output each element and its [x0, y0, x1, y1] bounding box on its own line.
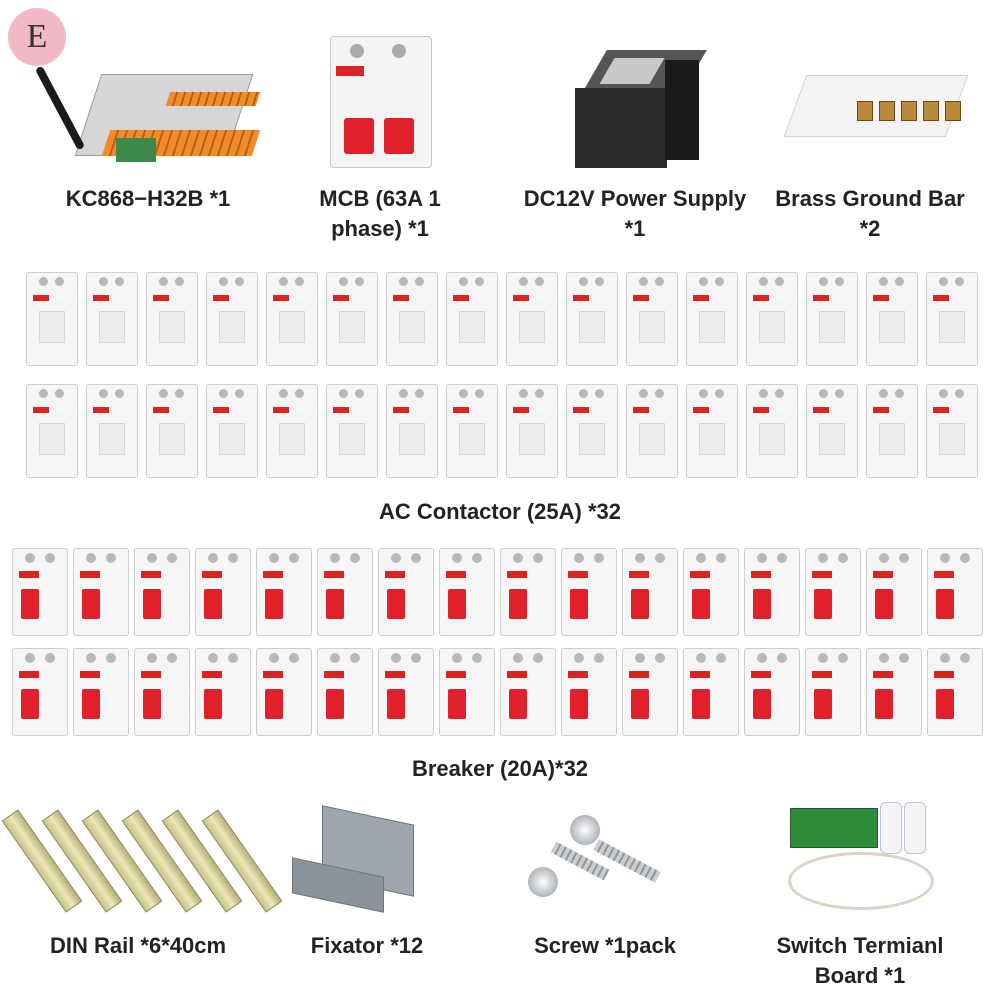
breaker-module — [134, 648, 190, 736]
contactor-module — [326, 384, 378, 478]
switch-terminal-board-image — [778, 800, 958, 915]
breaker-module — [195, 648, 251, 736]
screw-image — [510, 815, 670, 915]
brass-ground-bar-image — [783, 45, 969, 155]
contactor-module — [506, 272, 558, 366]
contactor-module — [206, 272, 258, 366]
breaker-module — [317, 648, 373, 736]
breaker-module — [683, 648, 739, 736]
badge-letter: E — [8, 8, 66, 66]
screw-label: Screw *1pack — [534, 933, 676, 958]
mcb-label: MCB (63A 1 phase) *1 — [319, 186, 441, 241]
breaker-module — [744, 648, 800, 736]
contactor-module — [386, 272, 438, 366]
mcb-image — [330, 36, 432, 168]
contactor-module — [86, 272, 138, 366]
psu-label: DC12V Power Supply *1 — [523, 186, 747, 241]
breaker-module — [927, 648, 983, 736]
power-supply-image — [565, 38, 707, 168]
contactor-module — [566, 272, 618, 366]
fixator-image — [282, 805, 442, 915]
contactor-module — [746, 384, 798, 478]
contactor-module — [266, 384, 318, 478]
contactor-label: AC Contactor (25A) *32 — [378, 499, 622, 524]
switch-board-label: Switch Termianl Board *1 — [776, 933, 944, 988]
breaker-module — [195, 548, 251, 636]
contactor-module — [926, 384, 978, 478]
breaker-module — [744, 548, 800, 636]
din-rail-image — [1, 809, 283, 913]
kc868-label: KC868−H32B *1 — [65, 186, 231, 211]
breaker-module — [12, 548, 68, 636]
breaker-module — [439, 548, 495, 636]
contactor-module — [746, 272, 798, 366]
breaker-module — [256, 548, 312, 636]
breaker-module — [73, 648, 129, 736]
breaker-module — [622, 648, 678, 736]
contactor-module — [866, 384, 918, 478]
din-rail-label: DIN Rail *6*40cm — [49, 933, 227, 958]
breaker-module — [378, 548, 434, 636]
breaker-module — [317, 548, 373, 636]
breaker-module — [622, 548, 678, 636]
contactor-module — [206, 384, 258, 478]
contactor-module — [866, 272, 918, 366]
breaker-module — [561, 648, 617, 736]
fixator-label: Fixator *12 — [310, 933, 424, 958]
contactor-module — [86, 384, 138, 478]
contactor-module — [326, 272, 378, 366]
contactor-module — [566, 384, 618, 478]
breaker-module — [805, 648, 861, 736]
breaker-module — [500, 548, 556, 636]
contactor-module — [266, 272, 318, 366]
breaker-module — [500, 648, 556, 736]
contactor-module — [446, 272, 498, 366]
contactor-module — [26, 272, 78, 366]
contactor-module — [446, 384, 498, 478]
contactor-module — [26, 384, 78, 478]
contactor-module — [686, 272, 738, 366]
contactor-module — [926, 272, 978, 366]
breaker-module — [866, 548, 922, 636]
contactor-module — [806, 272, 858, 366]
ground-bar-label: Brass Ground Bar *2 — [775, 186, 965, 241]
breaker-module — [683, 548, 739, 636]
breaker-module — [134, 548, 190, 636]
breaker-module — [12, 648, 68, 736]
contactor-module — [146, 384, 198, 478]
breaker-module — [866, 648, 922, 736]
antenna-icon — [34, 65, 86, 151]
contactor-module — [386, 384, 438, 478]
breaker-module — [378, 648, 434, 736]
contactor-module — [626, 384, 678, 478]
contactor-module — [506, 384, 558, 478]
contactor-module — [146, 272, 198, 366]
contactor-module — [626, 272, 678, 366]
breaker-module — [561, 548, 617, 636]
breaker-module — [439, 648, 495, 736]
contactor-module — [806, 384, 858, 478]
breaker-label: Breaker (20A)*32 — [411, 756, 589, 781]
breaker-module — [73, 548, 129, 636]
breaker-module — [805, 548, 861, 636]
breaker-module — [256, 648, 312, 736]
breaker-module — [927, 548, 983, 636]
kc868-controller-image — [28, 52, 261, 170]
contactor-module — [686, 384, 738, 478]
